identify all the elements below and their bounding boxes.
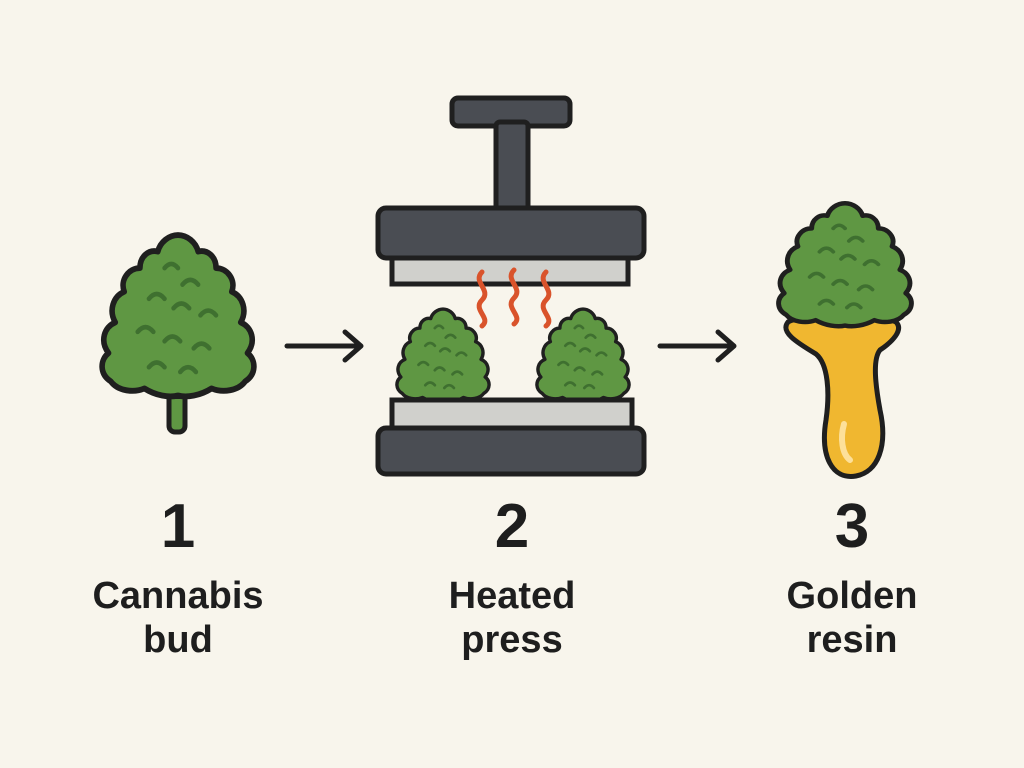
- step-1-number: 1: [160, 492, 196, 561]
- step-3-caption: Golden resin: [732, 574, 972, 662]
- step-3-caption-line-2: resin: [806, 619, 898, 661]
- step-1-caption-line-2: bud: [143, 619, 213, 661]
- step-2-number: 2: [494, 492, 530, 561]
- step-2-caption: Heated press: [392, 574, 632, 662]
- step-2-caption-line-2: press: [461, 619, 563, 661]
- step-2-caption-line-1: Heated: [448, 575, 576, 617]
- step-1-caption-line-1: Cannabis: [92, 575, 264, 617]
- step-1-caption: Cannabis bud: [58, 574, 298, 662]
- heat-waves-icon: [476, 267, 552, 329]
- golden-resin-icon: [779, 203, 912, 479]
- arrow-2-icon: [660, 332, 734, 360]
- arrow-1-icon: [287, 332, 361, 360]
- heated-press-icon: [375, 95, 647, 477]
- step-3-number: 3: [834, 492, 870, 561]
- cannabis-bud-icon: [102, 235, 254, 435]
- step-3-caption-line-1: Golden: [786, 575, 918, 617]
